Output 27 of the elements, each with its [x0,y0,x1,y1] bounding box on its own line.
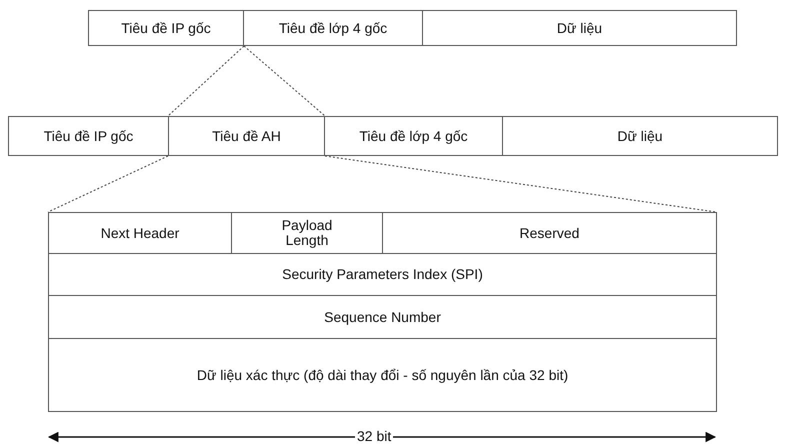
field-label: Sequence Number [324,310,441,324]
expansion-line [324,156,716,212]
header-field-box [8,116,169,156]
field-label: Tiêu đề AH [212,128,281,144]
field-label: Next Header [100,226,180,240]
field-label: Tiêu đề IP gốc [44,128,134,144]
field-label: Tiêu đề IP gốc [121,20,211,36]
dimension-label: 32 bit [355,428,394,444]
header-field-box [324,116,503,156]
header-field-box [168,116,325,156]
header-field-box [88,10,244,46]
field-label: Security Parameters Index (SPI) [282,267,483,282]
header-field-box [243,10,423,46]
field-label: Tiêu đề lớp 4 gốc [278,20,388,36]
header-table [48,212,716,411]
field-label: Tiêu đề lớp 4 gốc [359,128,468,144]
field-label: Dữ liệu [617,128,663,144]
field-label: Dữ liệu [556,20,602,36]
table-cell [48,338,717,412]
expansion-line [48,156,168,212]
field-label: Dữ liệu xác thực (độ dài thay đổi - số nguyên lần của 32 bit) [196,368,568,382]
expansion-line [244,46,326,116]
header-field-box [502,116,778,156]
field-label: Payload Length [280,218,334,248]
field-label: Reserved [520,226,580,240]
expansion-line [168,46,244,116]
header-field-box [422,10,737,46]
